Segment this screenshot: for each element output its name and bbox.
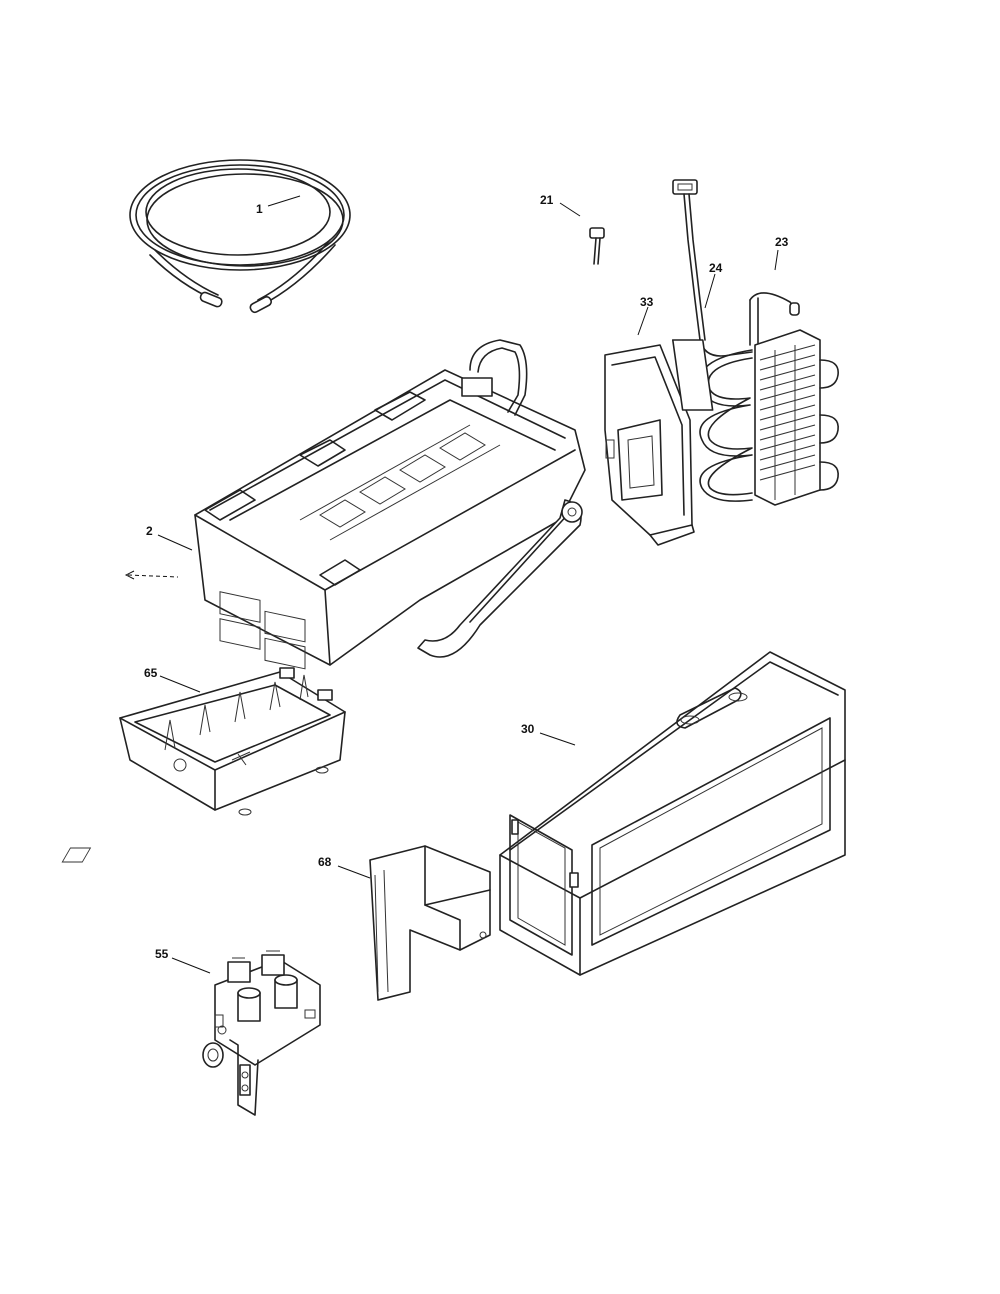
callout-68: 68 <box>318 855 332 869</box>
callout-33: 33 <box>640 295 654 309</box>
callout-55: 55 <box>155 947 169 961</box>
callout-24: 24 <box>709 261 723 275</box>
part-1-water-tube-coil[interactable] <box>129 159 351 314</box>
callout-23: 23 <box>775 235 789 249</box>
callout-1: 1 <box>256 202 263 216</box>
part-23-heater-coil[interactable] <box>699 292 839 506</box>
callout-2: 2 <box>146 524 153 538</box>
part-24-wire-harness[interactable] <box>672 179 753 357</box>
part-68-chute-cover[interactable] <box>369 845 491 1001</box>
callout-30: 30 <box>521 722 535 736</box>
part-30-ice-bin-housing[interactable] <box>61 651 846 976</box>
part-21-clip[interactable] <box>589 227 605 265</box>
part-2-ice-maker-assembly[interactable] <box>124 339 586 670</box>
part-33-bracket-cover[interactable] <box>604 339 714 546</box>
leader-lines <box>157 195 779 974</box>
part-55-water-valve[interactable] <box>202 950 321 1116</box>
callout-labels: 1 21 24 23 33 2 65 30 68 55 <box>144 193 789 961</box>
callout-21: 21 <box>540 193 554 207</box>
callout-65: 65 <box>144 666 158 680</box>
part-65-ice-bin-tray[interactable] <box>119 667 346 816</box>
